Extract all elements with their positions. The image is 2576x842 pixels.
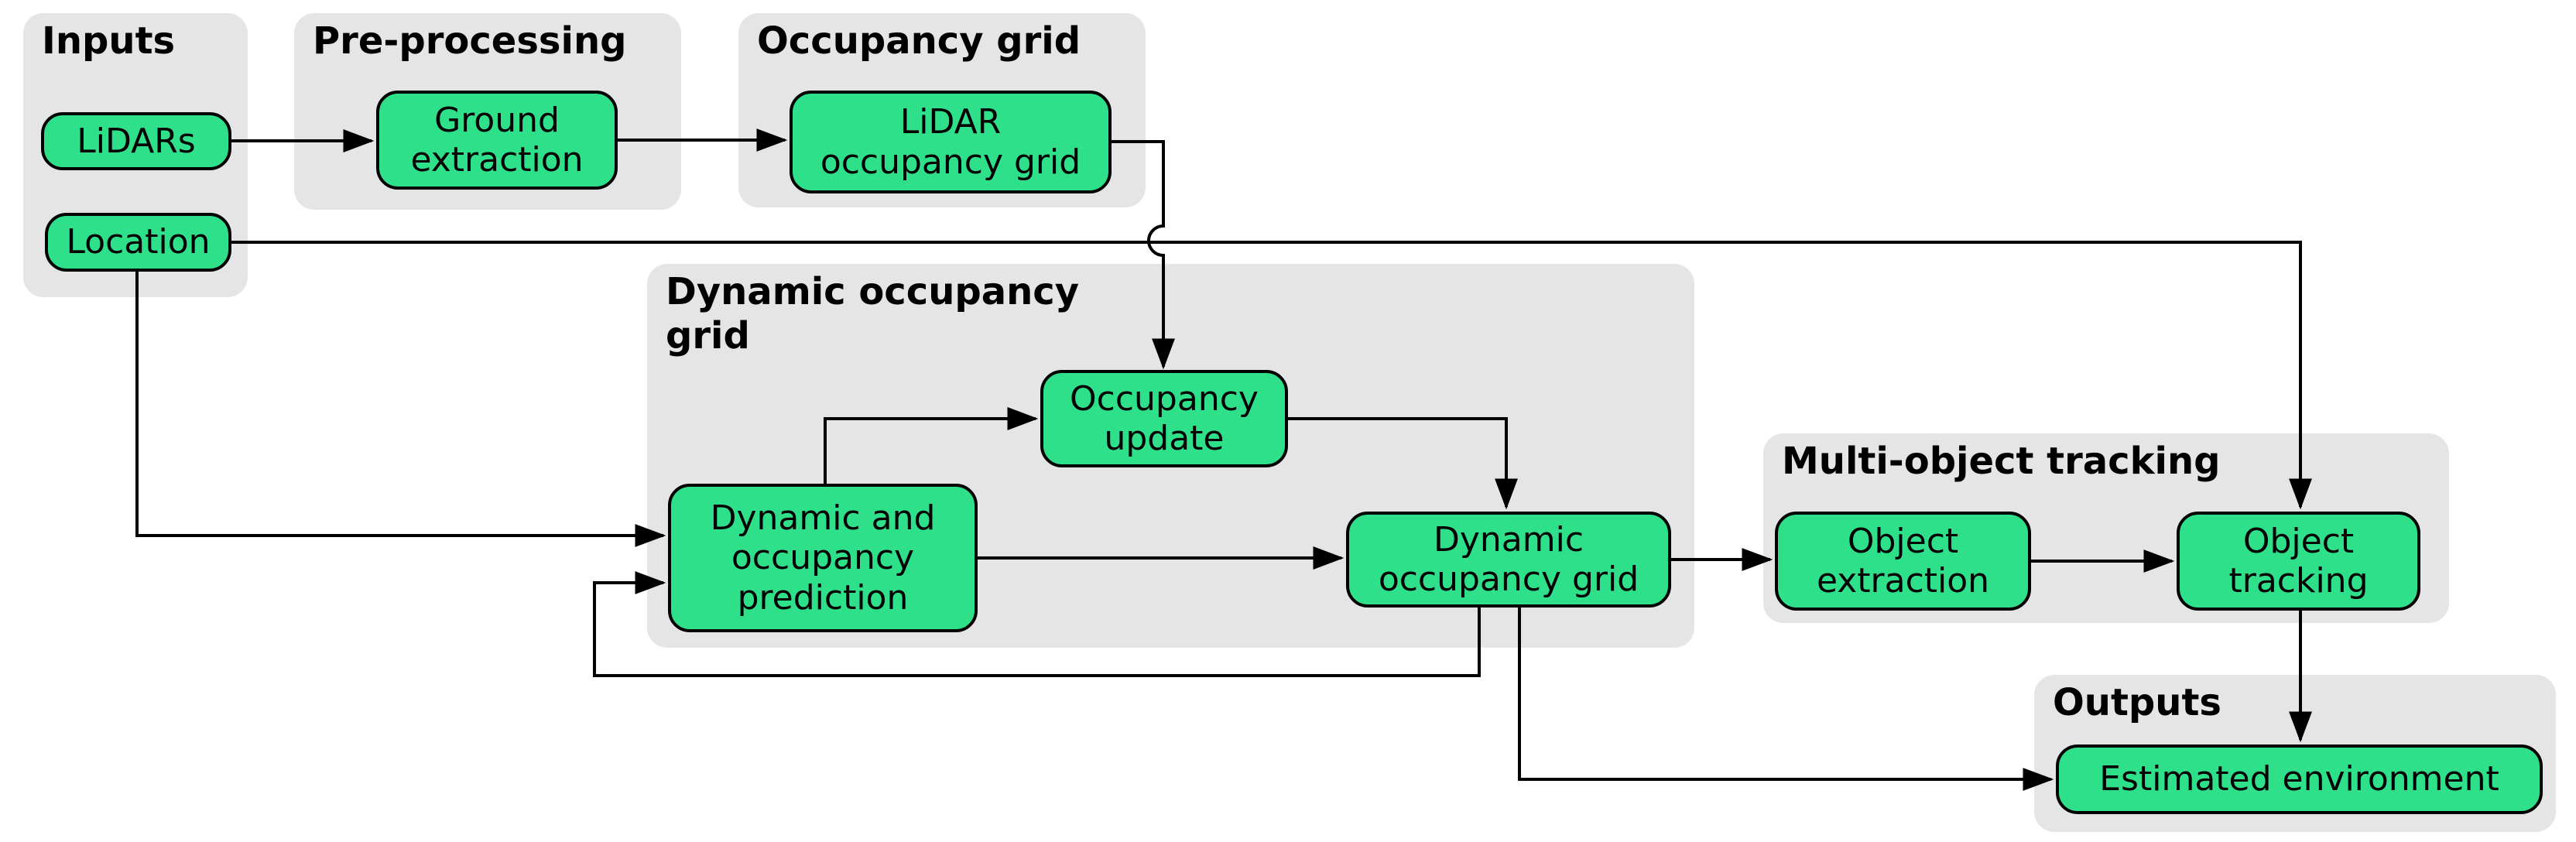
edge-lidar-occupancy-grid-to-occupancy-update [1112, 140, 1175, 370]
edge-dynamic-and-occupancy-prediction-to-occupancy-update [824, 407, 1039, 484]
node-occupancy-update: Occupancy update [1040, 370, 1288, 467]
section-occupancy-grid-title: Occupancy grid [757, 19, 1081, 63]
node-object-tracking-label: Object tracking [2228, 521, 2369, 601]
edge-location-to-dynamic-and-occupancy-prediction [135, 272, 666, 547]
edge-feedback-dynamic-occupancy-grid-to-prediction [593, 571, 1481, 677]
node-estimated-environment-label: Estimated environment [2099, 759, 2499, 799]
node-lidar-occupancy-grid: LiDAR occupancy grid [790, 91, 1112, 193]
node-ground-extraction: Ground extraction [376, 91, 618, 190]
section-inputs-title: Inputs [42, 19, 176, 63]
edge-occupancy-update-to-dynamic-occupancy-grid [1288, 417, 1518, 510]
node-location: Location [45, 213, 231, 272]
node-dynamic-and-occupancy-prediction: Dynamic and occupancy prediction [668, 484, 978, 632]
node-estimated-environment: Estimated environment [2056, 744, 2543, 814]
node-location-label: Location [66, 222, 211, 262]
section-outputs-title: Outputs [2053, 681, 2221, 724]
node-lidars-label: LiDARs [77, 121, 196, 161]
node-lidars: LiDARs [41, 112, 231, 170]
node-object-extraction: Object extraction [1775, 512, 2031, 611]
node-ground-extraction-label: Ground extraction [410, 100, 584, 180]
node-dynamic-occupancy-grid: Dynamic occupancy grid [1346, 512, 1671, 608]
node-dynamic-occupancy-grid-label: Dynamic occupancy grid [1378, 519, 1639, 599]
section-multi-object-tracking-title: Multi-object tracking [1782, 440, 2221, 483]
node-occupancy-update-label: Occupancy update [1070, 378, 1259, 458]
edge-location-to-object-tracking [231, 241, 2312, 510]
section-preprocessing-title: Pre-processing [313, 19, 627, 63]
edge-dynamic-occupancy-grid-to-estimated-environment [1518, 608, 2054, 791]
section-dynamic-occupancy-grid-title: Dynamic occupancy grid [666, 270, 1080, 358]
node-object-extraction-label: Object extraction [1816, 521, 1990, 601]
node-object-tracking: Object tracking [2177, 512, 2420, 611]
node-dynamic-and-occupancy-prediction-label: Dynamic and occupancy prediction [710, 498, 936, 618]
node-lidar-occupancy-grid-label: LiDAR occupancy grid [820, 102, 1081, 182]
